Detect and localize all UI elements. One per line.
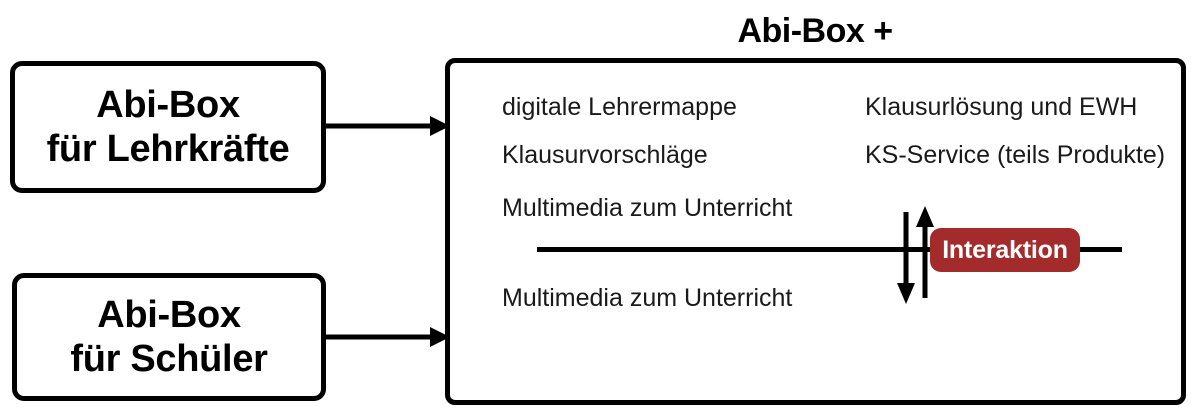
interaktion-badge[interactable]: Interaktion — [930, 228, 1080, 272]
feature-klausurloesung-ewh: Klausurlösung und EWH — [865, 93, 1138, 121]
source-box-students-line1: Abi-Box — [97, 293, 241, 336]
feature-klausurvorschlaege: Klausurvorschläge — [502, 141, 708, 169]
bidirectional-arrows-icon — [893, 203, 939, 307]
abibox-plus-title: Abi-Box + — [737, 12, 893, 50]
source-box-teachers-line1: Abi-Box — [96, 83, 240, 126]
interaktion-badge-label: Interaktion — [942, 235, 1068, 264]
divider-line-left — [537, 247, 933, 252]
source-box-students[interactable]: Abi-Box für Schüler — [12, 273, 326, 401]
feature-multimedia-upper: Multimedia zum Unterricht — [502, 194, 793, 222]
feature-multimedia-lower: Multimedia zum Unterricht — [502, 284, 793, 312]
arrow-right-icon-teachers — [324, 114, 450, 138]
arrow-right-icon-students — [324, 325, 450, 349]
source-box-teachers-line2: für Lehrkräfte — [46, 128, 290, 170]
source-box-students-line2: für Schüler — [70, 338, 268, 380]
source-box-teachers[interactable]: Abi-Box für Lehrkräfte — [10, 61, 326, 193]
feature-digitale-lehrermappe: digitale Lehrermappe — [502, 93, 737, 121]
divider-line-right — [1078, 247, 1122, 252]
feature-ks-service: KS-Service (teils Produkte) — [865, 141, 1166, 169]
